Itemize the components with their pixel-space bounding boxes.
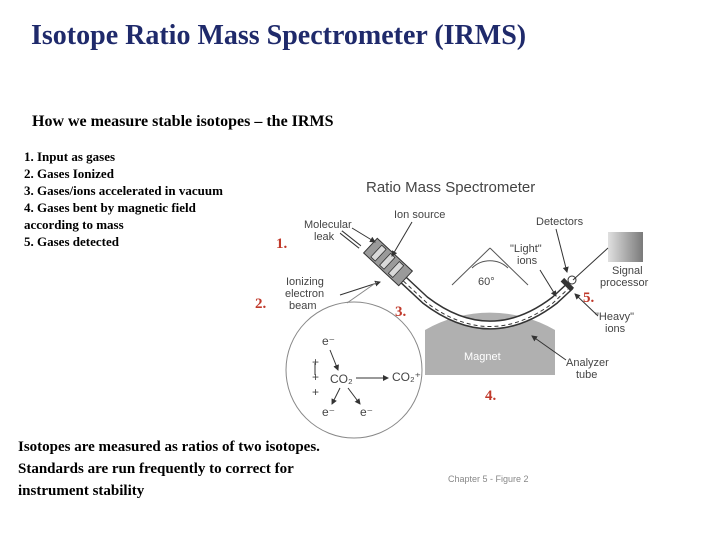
detectors-label: Detectors <box>536 216 584 228</box>
signal-processor <box>608 232 643 262</box>
step-item: 3. Gases/ions accelerated in vacuum <box>24 183 223 198</box>
ion-source-label: Ion source <box>394 209 445 221</box>
figure-caption: Chapter 5 - Figure 2 <box>448 474 529 484</box>
light-ions-label: "Light" ions <box>510 243 545 267</box>
electron-bottom: e⁻ <box>360 405 373 419</box>
co2-ion-label: CO₂⁺ <box>392 370 421 384</box>
angle-label: 60° <box>478 276 495 288</box>
slide-title: Isotope Ratio Mass Spectrometer (IRMS) <box>31 20 527 51</box>
plus-sign: + <box>312 385 319 399</box>
step-item: 2. Gases Ionized <box>24 166 114 181</box>
step-item: 5. Gases detected <box>24 234 119 249</box>
angle-line <box>489 247 529 286</box>
detector <box>560 277 575 292</box>
plus-sign: + <box>312 370 319 384</box>
step-marker-1: 1. <box>276 236 288 252</box>
step-marker-2: 2. <box>255 296 267 312</box>
step-item: 1. Input as gases <box>24 149 116 164</box>
ionization-inset <box>285 301 423 439</box>
angle-line <box>451 247 491 286</box>
magnet <box>425 312 555 375</box>
signal-processor-label: Signal processor <box>600 265 649 289</box>
electron-bottom: e⁻ <box>322 405 335 419</box>
analyzer-tube-label: Analyzer tube <box>566 357 612 381</box>
ionizing-beam-label: Ionizing electron beam <box>285 276 327 312</box>
slide-subtitle: How we measure stable isotopes – the IRM… <box>32 113 334 130</box>
step-marker-3: 3. <box>395 304 407 320</box>
heavy-ions-label: "Heavy" ions <box>595 311 637 335</box>
ion-source <box>362 237 414 287</box>
step-marker-5: 5. <box>583 290 595 306</box>
plus-sign: + <box>312 355 319 369</box>
note-line: Isotopes are measured as ratios of two i… <box>18 439 320 455</box>
steps-list: 1. Input as gases 2. Gases Ionized 3. Ga… <box>24 148 249 250</box>
isotope-note: Isotopes are measured as ratios of two i… <box>18 436 338 502</box>
co2-label: CO₂ <box>330 372 353 386</box>
step-marker-4: 4. <box>485 388 497 404</box>
step-item: 4. Gases bent by magnetic field accordin… <box>24 200 196 232</box>
diagram-title: Ratio Mass Spectrometer <box>366 179 535 196</box>
magnet-label: Magnet <box>464 351 501 363</box>
molecular-leak-label: Molecular leak <box>304 219 355 243</box>
inset-connector <box>346 281 378 304</box>
note-line: Standards are run frequently to correct … <box>18 461 294 499</box>
electron-top: e⁻ <box>322 334 335 348</box>
